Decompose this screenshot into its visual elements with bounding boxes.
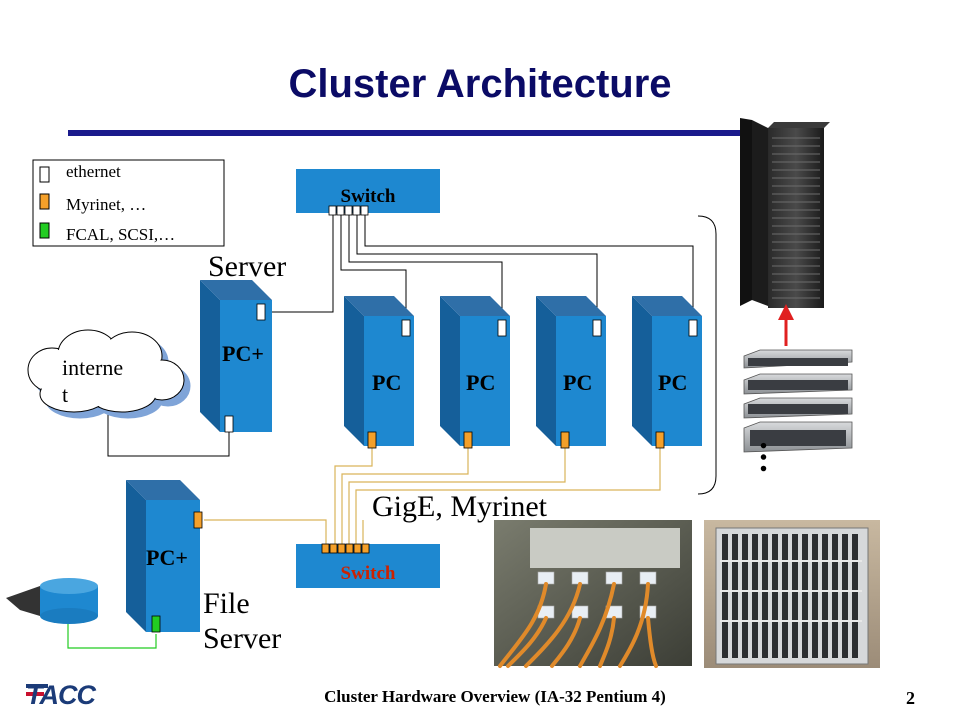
more-servers-ellipsis: …: [753, 440, 790, 475]
server-internet-port: [224, 415, 234, 433]
fcal-wiring: [67, 622, 157, 649]
rack-server-3: [743, 397, 853, 419]
page-number: 2: [906, 688, 915, 708]
compute-pc-label-3: PC: [563, 370, 593, 395]
gige-myrinet-label: GigE, Myrinet: [372, 490, 547, 523]
compute-nodes-bracket: [697, 215, 717, 495]
compute-pc-label-1: PC: [372, 370, 402, 395]
compute-pc-label-4: PC: [658, 370, 688, 395]
tacc-logo: TACC: [26, 680, 96, 710]
internet-label-line1: interne: [62, 355, 124, 380]
legend-label-myrinet: Myrinet, …: [66, 195, 147, 214]
rack-server-2: [743, 373, 853, 395]
myrinet-wiring: [204, 445, 661, 547]
file-server-label-line2: Server: [203, 622, 282, 655]
compute-pc-label-2: PC: [466, 370, 496, 395]
internet-label-line2: t: [62, 382, 69, 407]
server-ethernet-port: [256, 303, 266, 321]
legend: [32, 159, 225, 247]
myrinet-switch-photo: [494, 520, 692, 668]
file-server-myrinet-port: [193, 511, 203, 529]
tacc-logo-mark: [26, 684, 48, 696]
rack-up-arrow: [778, 304, 794, 346]
legend-swatch-fcal: [39, 222, 50, 239]
storage-disk-icon: [6, 578, 98, 624]
file-server-fcal-port: [151, 615, 161, 633]
legend-swatch-myrinet: [39, 193, 50, 210]
file-server-pc-label: PC+: [146, 545, 188, 570]
server-pc-tower: [200, 280, 272, 433]
server-label: Server: [208, 250, 287, 283]
rack-chassis-photo: [704, 520, 880, 668]
compute-pc-4: [632, 296, 702, 449]
file-server-label-line1: File: [203, 587, 250, 620]
legend-label-ethernet: ethernet: [66, 162, 121, 181]
rack-server-1: [743, 349, 853, 369]
rack-server-4: [743, 421, 853, 453]
rack-cabinet-image: [740, 118, 830, 308]
compute-pc-2: [440, 296, 510, 449]
page-title: Cluster Architecture: [288, 62, 672, 106]
compute-pc-1: [344, 296, 414, 449]
bottom-switch-label: Switch: [340, 563, 396, 584]
legend-label-fcal: FCAL, SCSI,…: [66, 225, 176, 244]
compute-pc-3: [536, 296, 606, 449]
bottom-switch: [296, 543, 440, 588]
ethernet-wiring: [107, 212, 694, 457]
internet-cloud-icon: [27, 329, 191, 419]
legend-swatch-ethernet: [39, 166, 50, 183]
title-rule: [68, 130, 740, 136]
server-pc-label: PC+: [222, 341, 264, 366]
footer-caption: Cluster Hardware Overview (IA-32 Pentium…: [324, 687, 666, 706]
file-server-pc-tower: [126, 480, 203, 633]
top-switch-label: Switch: [340, 186, 396, 207]
top-switch: [296, 169, 440, 216]
